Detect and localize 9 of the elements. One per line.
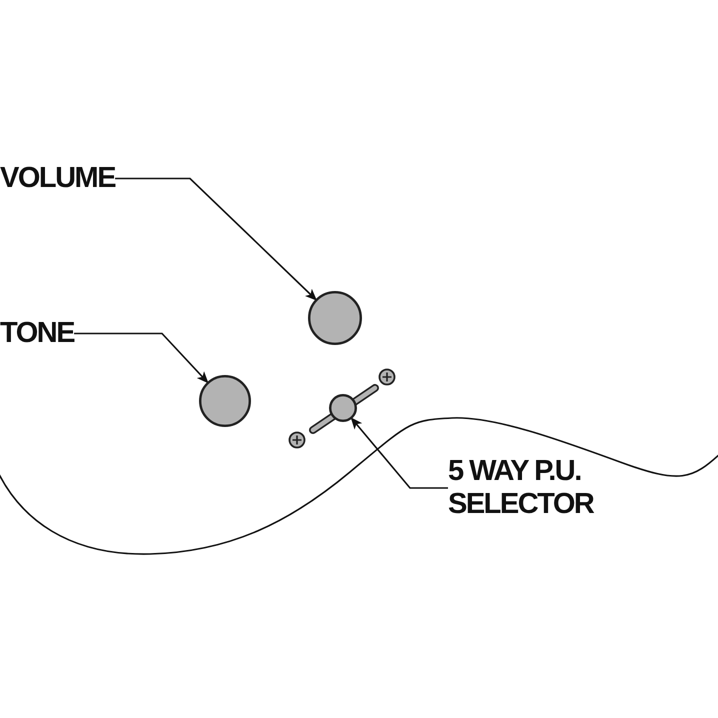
- leader-line: [115, 178, 318, 301]
- control-knob: [198, 374, 252, 428]
- control-knob: [307, 290, 363, 346]
- selector-knob: [328, 393, 358, 423]
- callout-label: 5 WAY P.U. SELECTOR: [448, 455, 595, 521]
- callout-label: TONE: [0, 317, 74, 350]
- callout-label: VOLUME: [0, 162, 116, 195]
- leader-line: [350, 417, 448, 489]
- leader-line: [74, 332, 209, 384]
